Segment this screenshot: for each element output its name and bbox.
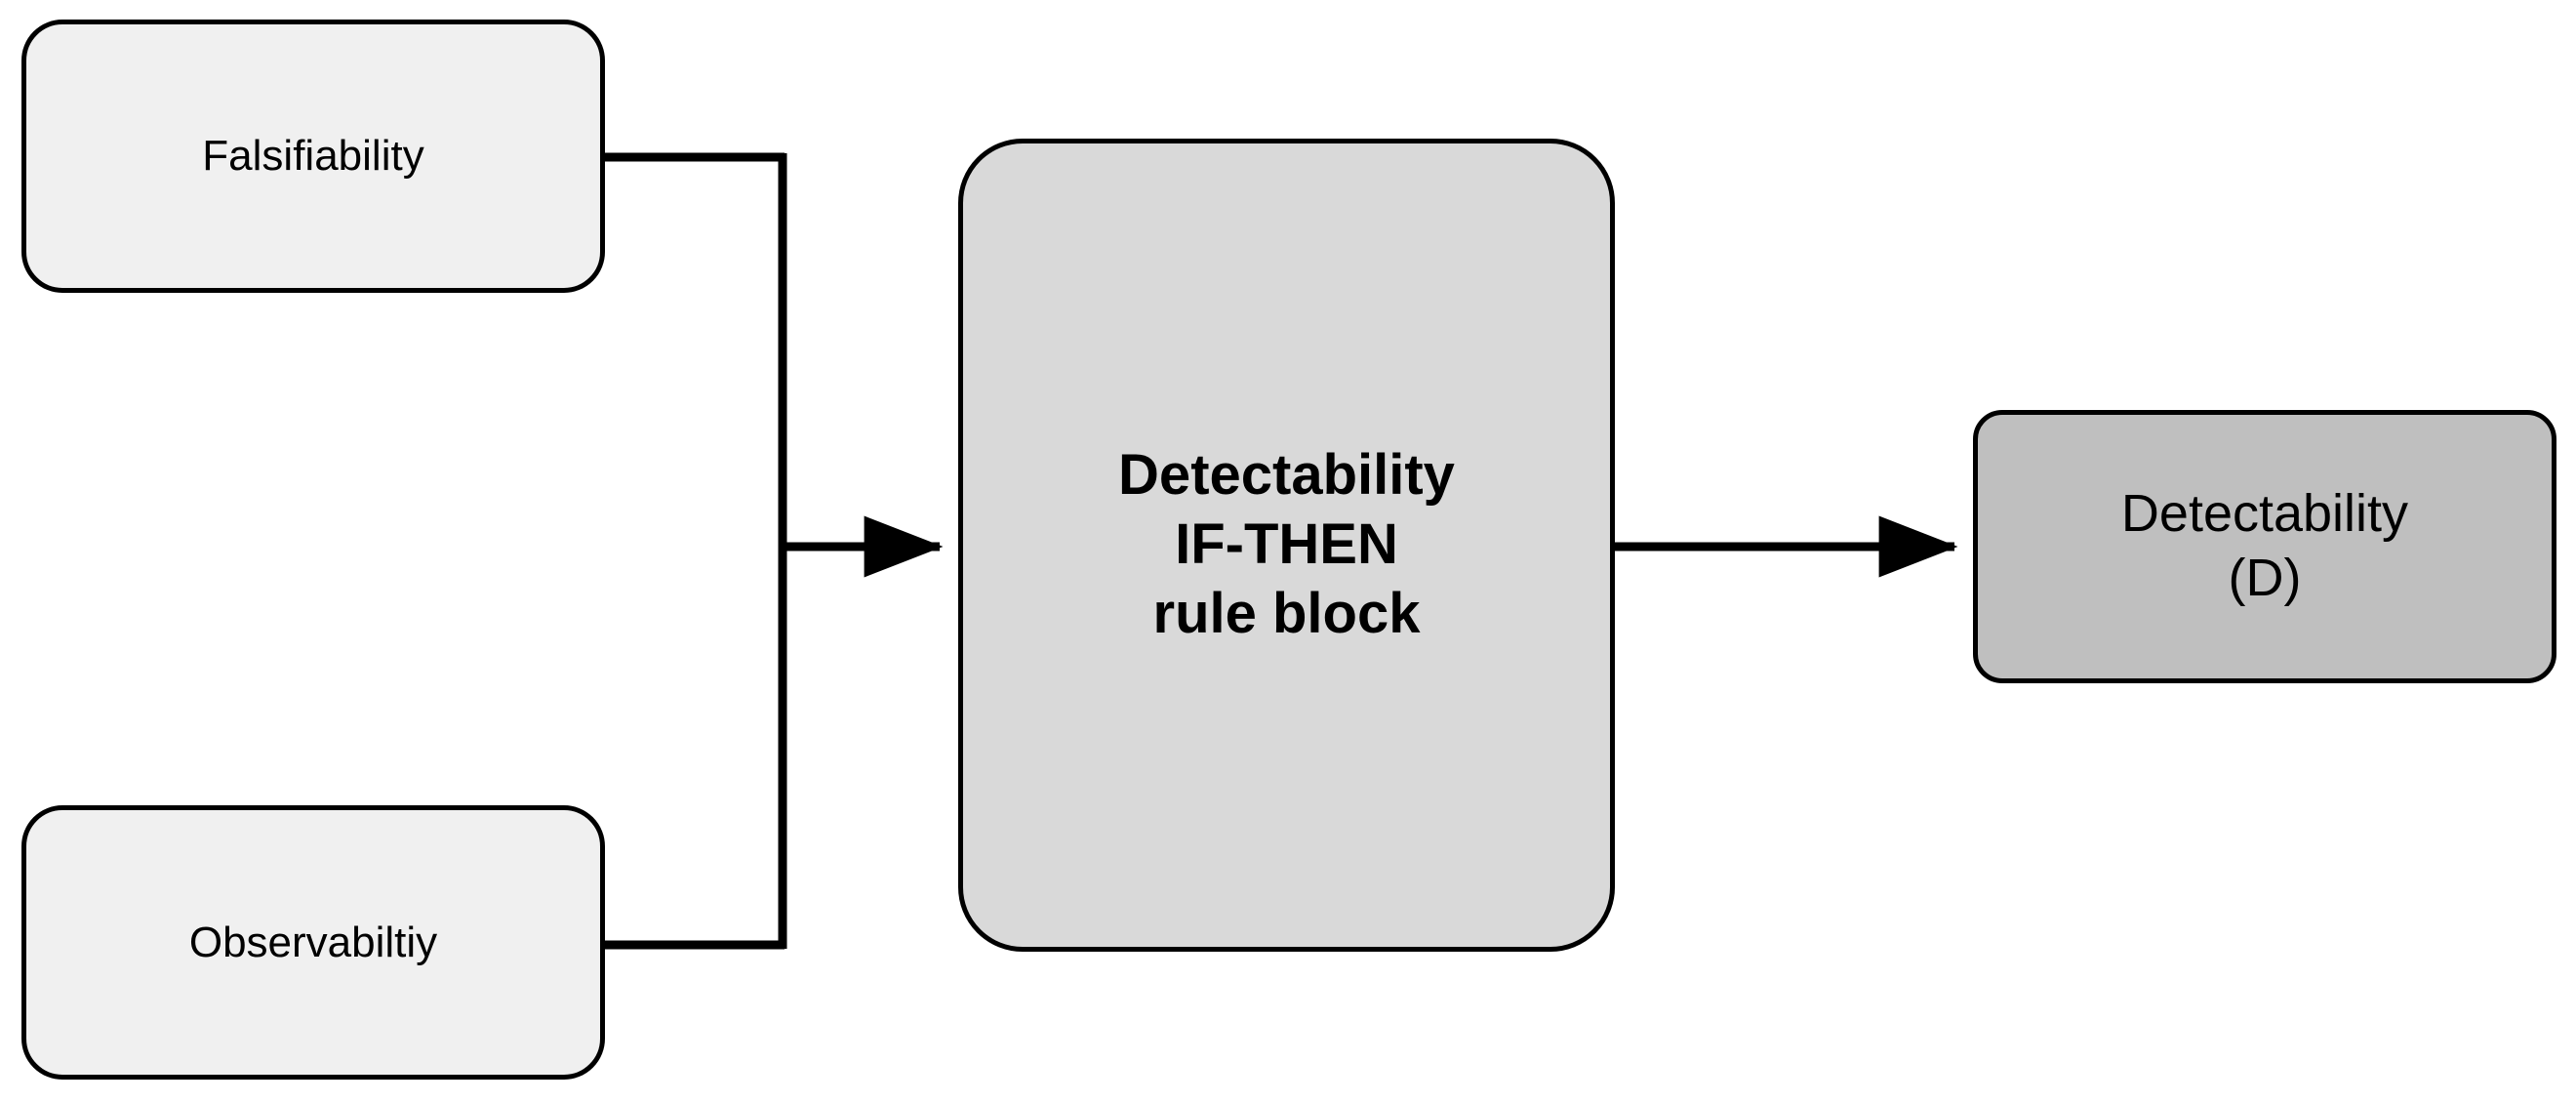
node-detectability-output[interactable]: Detectability (D)	[1973, 410, 2556, 683]
node-falsifiability-label: Falsifiability	[202, 132, 424, 181]
node-detectability-rule-block-label: Detectability IF-THEN rule block	[1118, 443, 1455, 645]
node-falsifiability[interactable]: Falsifiability	[21, 20, 605, 293]
node-observability-label: Observabiltiy	[188, 918, 438, 966]
node-detectability-output-label: Detectability (D)	[2120, 484, 2409, 607]
node-detectability-rule-block[interactable]: Detectability IF-THEN rule block	[958, 139, 1615, 952]
node-observability[interactable]: Observabiltiy	[21, 805, 605, 1080]
